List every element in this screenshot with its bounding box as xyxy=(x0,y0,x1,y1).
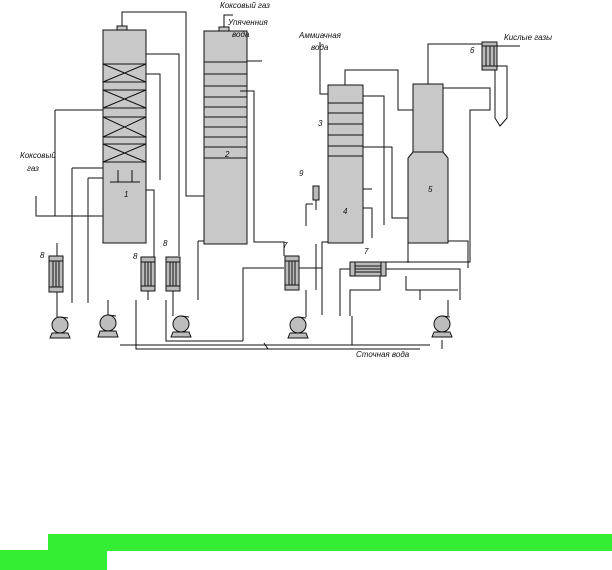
pump-4 xyxy=(287,316,309,339)
exchanger-7-horizontal xyxy=(349,261,387,277)
column-2 xyxy=(203,26,248,245)
exchanger-8-middle xyxy=(140,256,156,292)
number-6: 6 xyxy=(470,46,475,55)
number-3: 3 xyxy=(318,119,323,128)
label-coke-gas-in: Коксовый xyxy=(20,151,56,160)
number-8-left: 8 xyxy=(40,251,45,260)
label-boosted-water-2: вода xyxy=(232,30,250,39)
number-8-middle: 8 xyxy=(133,252,138,261)
exchanger-7-vertical xyxy=(284,255,300,291)
heat-exchanger-6 xyxy=(481,41,498,71)
exchanger-8-left xyxy=(48,255,64,293)
label-coke-gas-out: Коксовый газ xyxy=(220,1,270,10)
label-ammonia-water: Аммиачная xyxy=(298,31,342,40)
pump-3 xyxy=(170,315,192,338)
number-1: 1 xyxy=(124,190,128,199)
number-2: 2 xyxy=(224,150,230,159)
labels: Коксовый газ Упяченния вода Аммиачная во… xyxy=(20,1,552,359)
label-boosted-water: Упяченния xyxy=(227,18,269,27)
column-3-4 xyxy=(327,84,364,244)
label-waste-water: Сточная вода xyxy=(356,350,410,359)
column-1 xyxy=(102,25,147,244)
number-5: 5 xyxy=(428,185,433,194)
number-8-right: 8 xyxy=(163,239,168,248)
column-5 xyxy=(407,83,449,244)
number-7-horizontal: 7 xyxy=(364,247,369,256)
packing-sections xyxy=(102,63,147,163)
label-coke-gas-in-2: газ xyxy=(27,164,39,173)
pump-5 xyxy=(431,315,453,338)
exchanger-8-right xyxy=(165,256,181,292)
vessel-9 xyxy=(305,185,320,226)
number-4: 4 xyxy=(343,207,348,216)
label-acid-gases: Кислые газы xyxy=(504,33,552,42)
pump-1 xyxy=(49,316,71,339)
label-ammonia-water-2: вода xyxy=(311,43,329,52)
number-9: 9 xyxy=(299,169,304,178)
piping xyxy=(35,11,520,350)
pump-2 xyxy=(97,314,119,338)
number-7-vertical: 7 xyxy=(283,241,288,250)
highlight-bar-bottom xyxy=(0,550,107,570)
highlight-bar-top xyxy=(48,534,612,551)
